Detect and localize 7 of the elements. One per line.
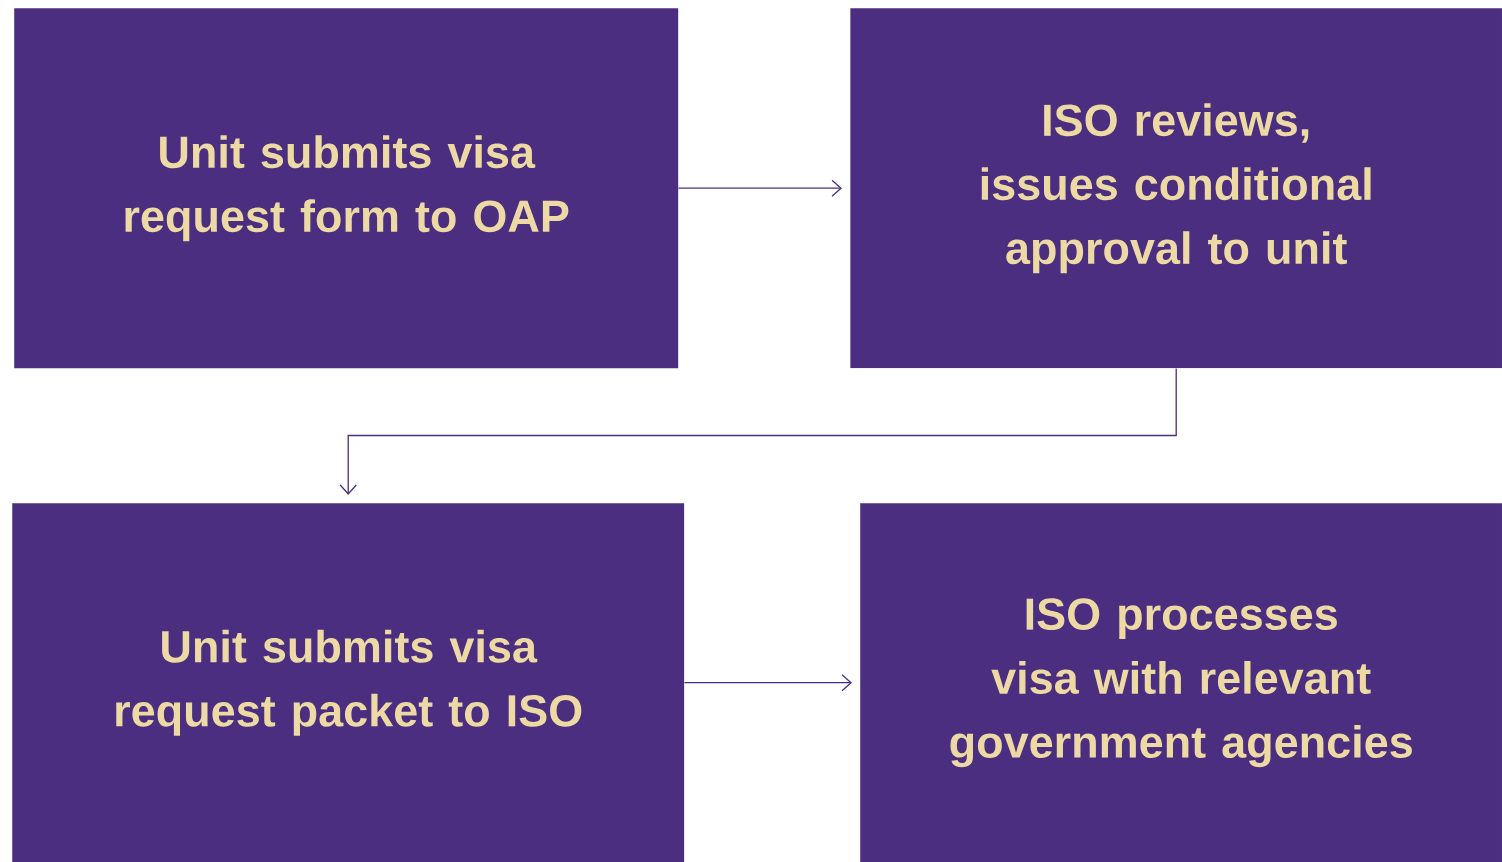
process-box: Unit submits visa request packet to ISO xyxy=(12,503,685,862)
process-box: ISO processes visa with relevant government agencies xyxy=(860,503,1502,862)
arrow xyxy=(683,674,852,692)
arrow xyxy=(339,367,1177,495)
arrow xyxy=(677,179,842,197)
process-box: ISO reviews, issues conditional approval to unit xyxy=(850,8,1502,369)
process-box: Unit submits visa request form to OAP xyxy=(14,8,679,369)
